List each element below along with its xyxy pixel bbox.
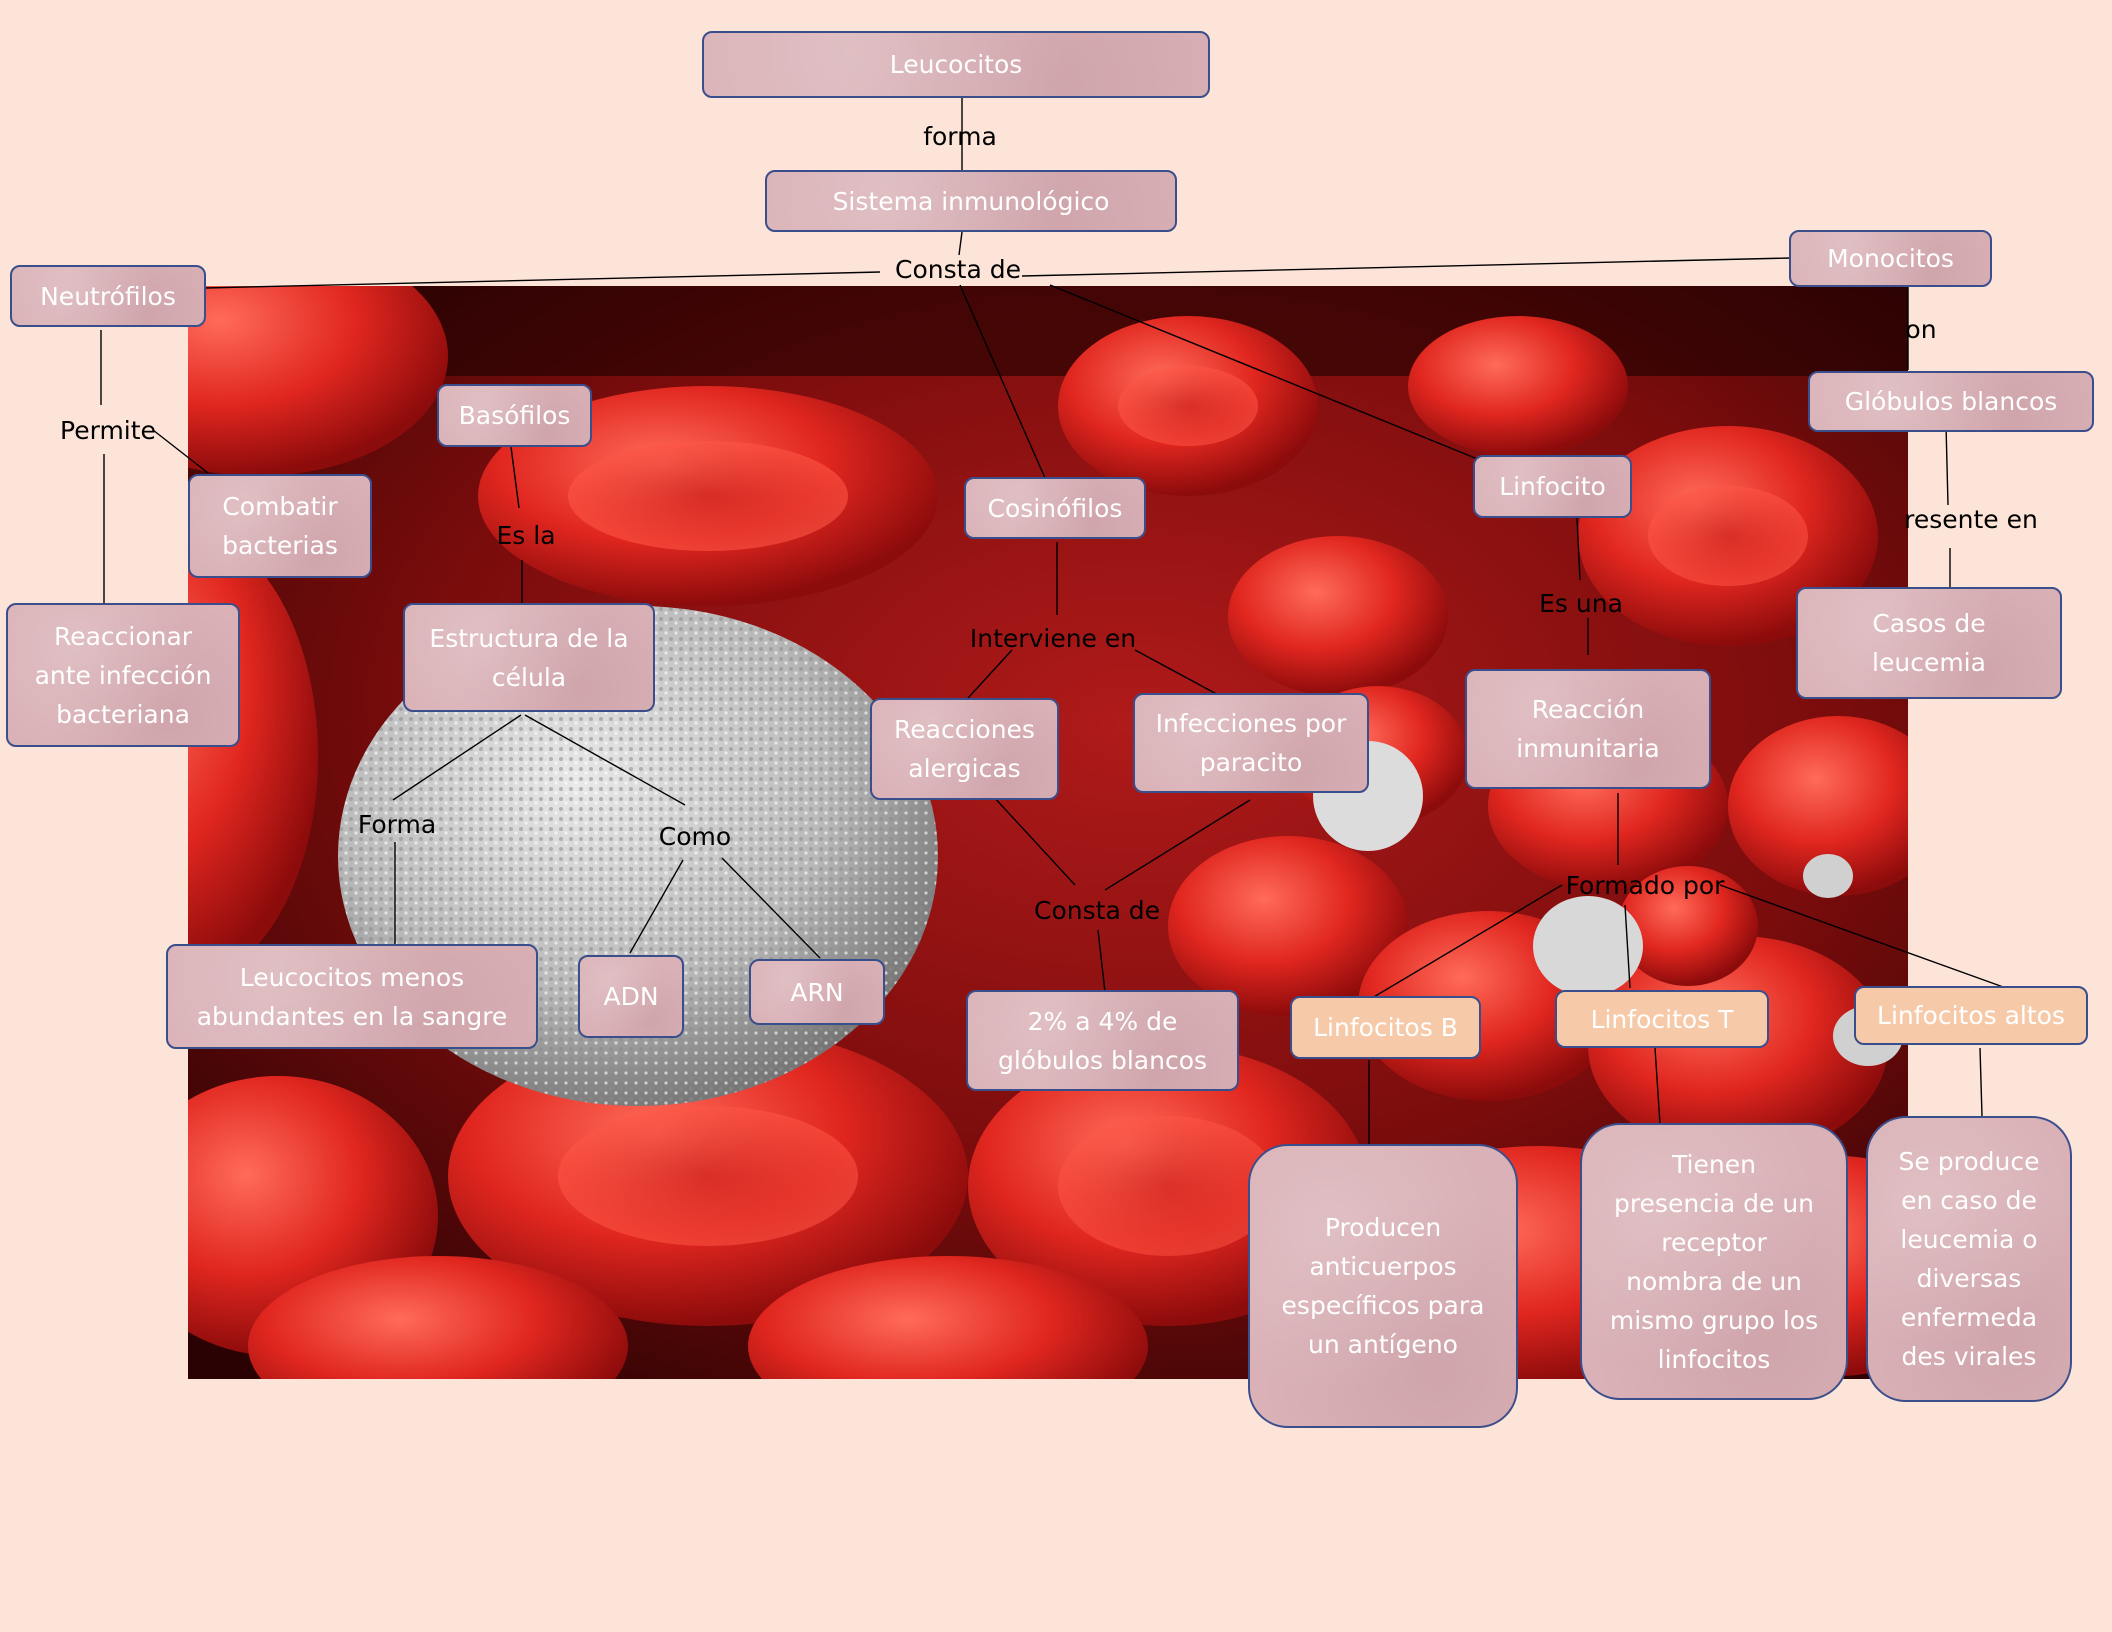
node-reaccion-inmunitaria: Reacción inmunitaria <box>1465 669 1711 789</box>
label-consta-de-top: Consta de <box>895 255 1021 285</box>
label-son: on <box>1905 315 1936 345</box>
label-como: Como <box>659 822 731 852</box>
node-monocitos: Monocitos <box>1789 230 1992 287</box>
node-linfocitos-t: Linfocitos T <box>1555 990 1769 1048</box>
node-globulos-blancos: Glóbulos blancos <box>1808 371 2094 432</box>
label-es-una: Es una <box>1539 589 1623 619</box>
node-producen-anticuerpos: Producen anticuerpos específicos para un… <box>1248 1144 1518 1428</box>
label-forma: forma <box>923 122 997 152</box>
node-adn: ADN <box>578 955 684 1038</box>
node-neutrofilos: Neutrófilos <box>10 265 206 327</box>
node-tienen-receptor: Tienen presencia de un receptor nombra d… <box>1580 1123 1848 1400</box>
node-sistema-inmunologico: Sistema inmunológico <box>765 170 1177 232</box>
label-formado-por: Formado por <box>1566 871 1725 901</box>
node-linfocito: Linfocito <box>1473 455 1632 518</box>
node-basofilos: Basófilos <box>437 384 592 447</box>
node-combatir-bacterias: Combatir bacterias <box>188 474 372 578</box>
node-reacciones-alergicas: Reacciones alergicas <box>870 698 1059 800</box>
label-es-la: Es la <box>496 521 555 551</box>
label-presente-en: resente en <box>1904 505 2038 535</box>
label-permite: Permite <box>60 416 156 446</box>
node-casos-leucemia: Casos de leucemia <box>1796 587 2062 699</box>
node-linfocitos-altos: Linfocitos altos <box>1854 986 2088 1045</box>
node-leucocitos: Leucocitos <box>702 31 1210 98</box>
node-se-produce: Se produce en caso de leucemia o diversa… <box>1866 1116 2072 1402</box>
node-infecciones-paracito: Infecciones por paracito <box>1133 693 1369 793</box>
node-cosinofilos: Cosinófilos <box>964 477 1146 539</box>
node-reaccionar: Reaccionar ante infección bacteriana <box>6 603 240 747</box>
label-interviene-en: Interviene en <box>970 624 1136 654</box>
node-leucocitos-menos-abundantes: Leucocitos menos abundantes en la sangre <box>166 944 538 1049</box>
label-forma-2: Forma <box>358 810 436 840</box>
label-consta-de-bottom: Consta de <box>1034 896 1160 926</box>
node-porcentaje-globulos: 2% a 4% de glóbulos blancos <box>966 990 1239 1091</box>
node-estructura-celula: Estructura de la célula <box>403 603 655 712</box>
node-arn: ARN <box>749 959 885 1025</box>
node-linfocitos-b: Linfocitos B <box>1290 996 1481 1059</box>
